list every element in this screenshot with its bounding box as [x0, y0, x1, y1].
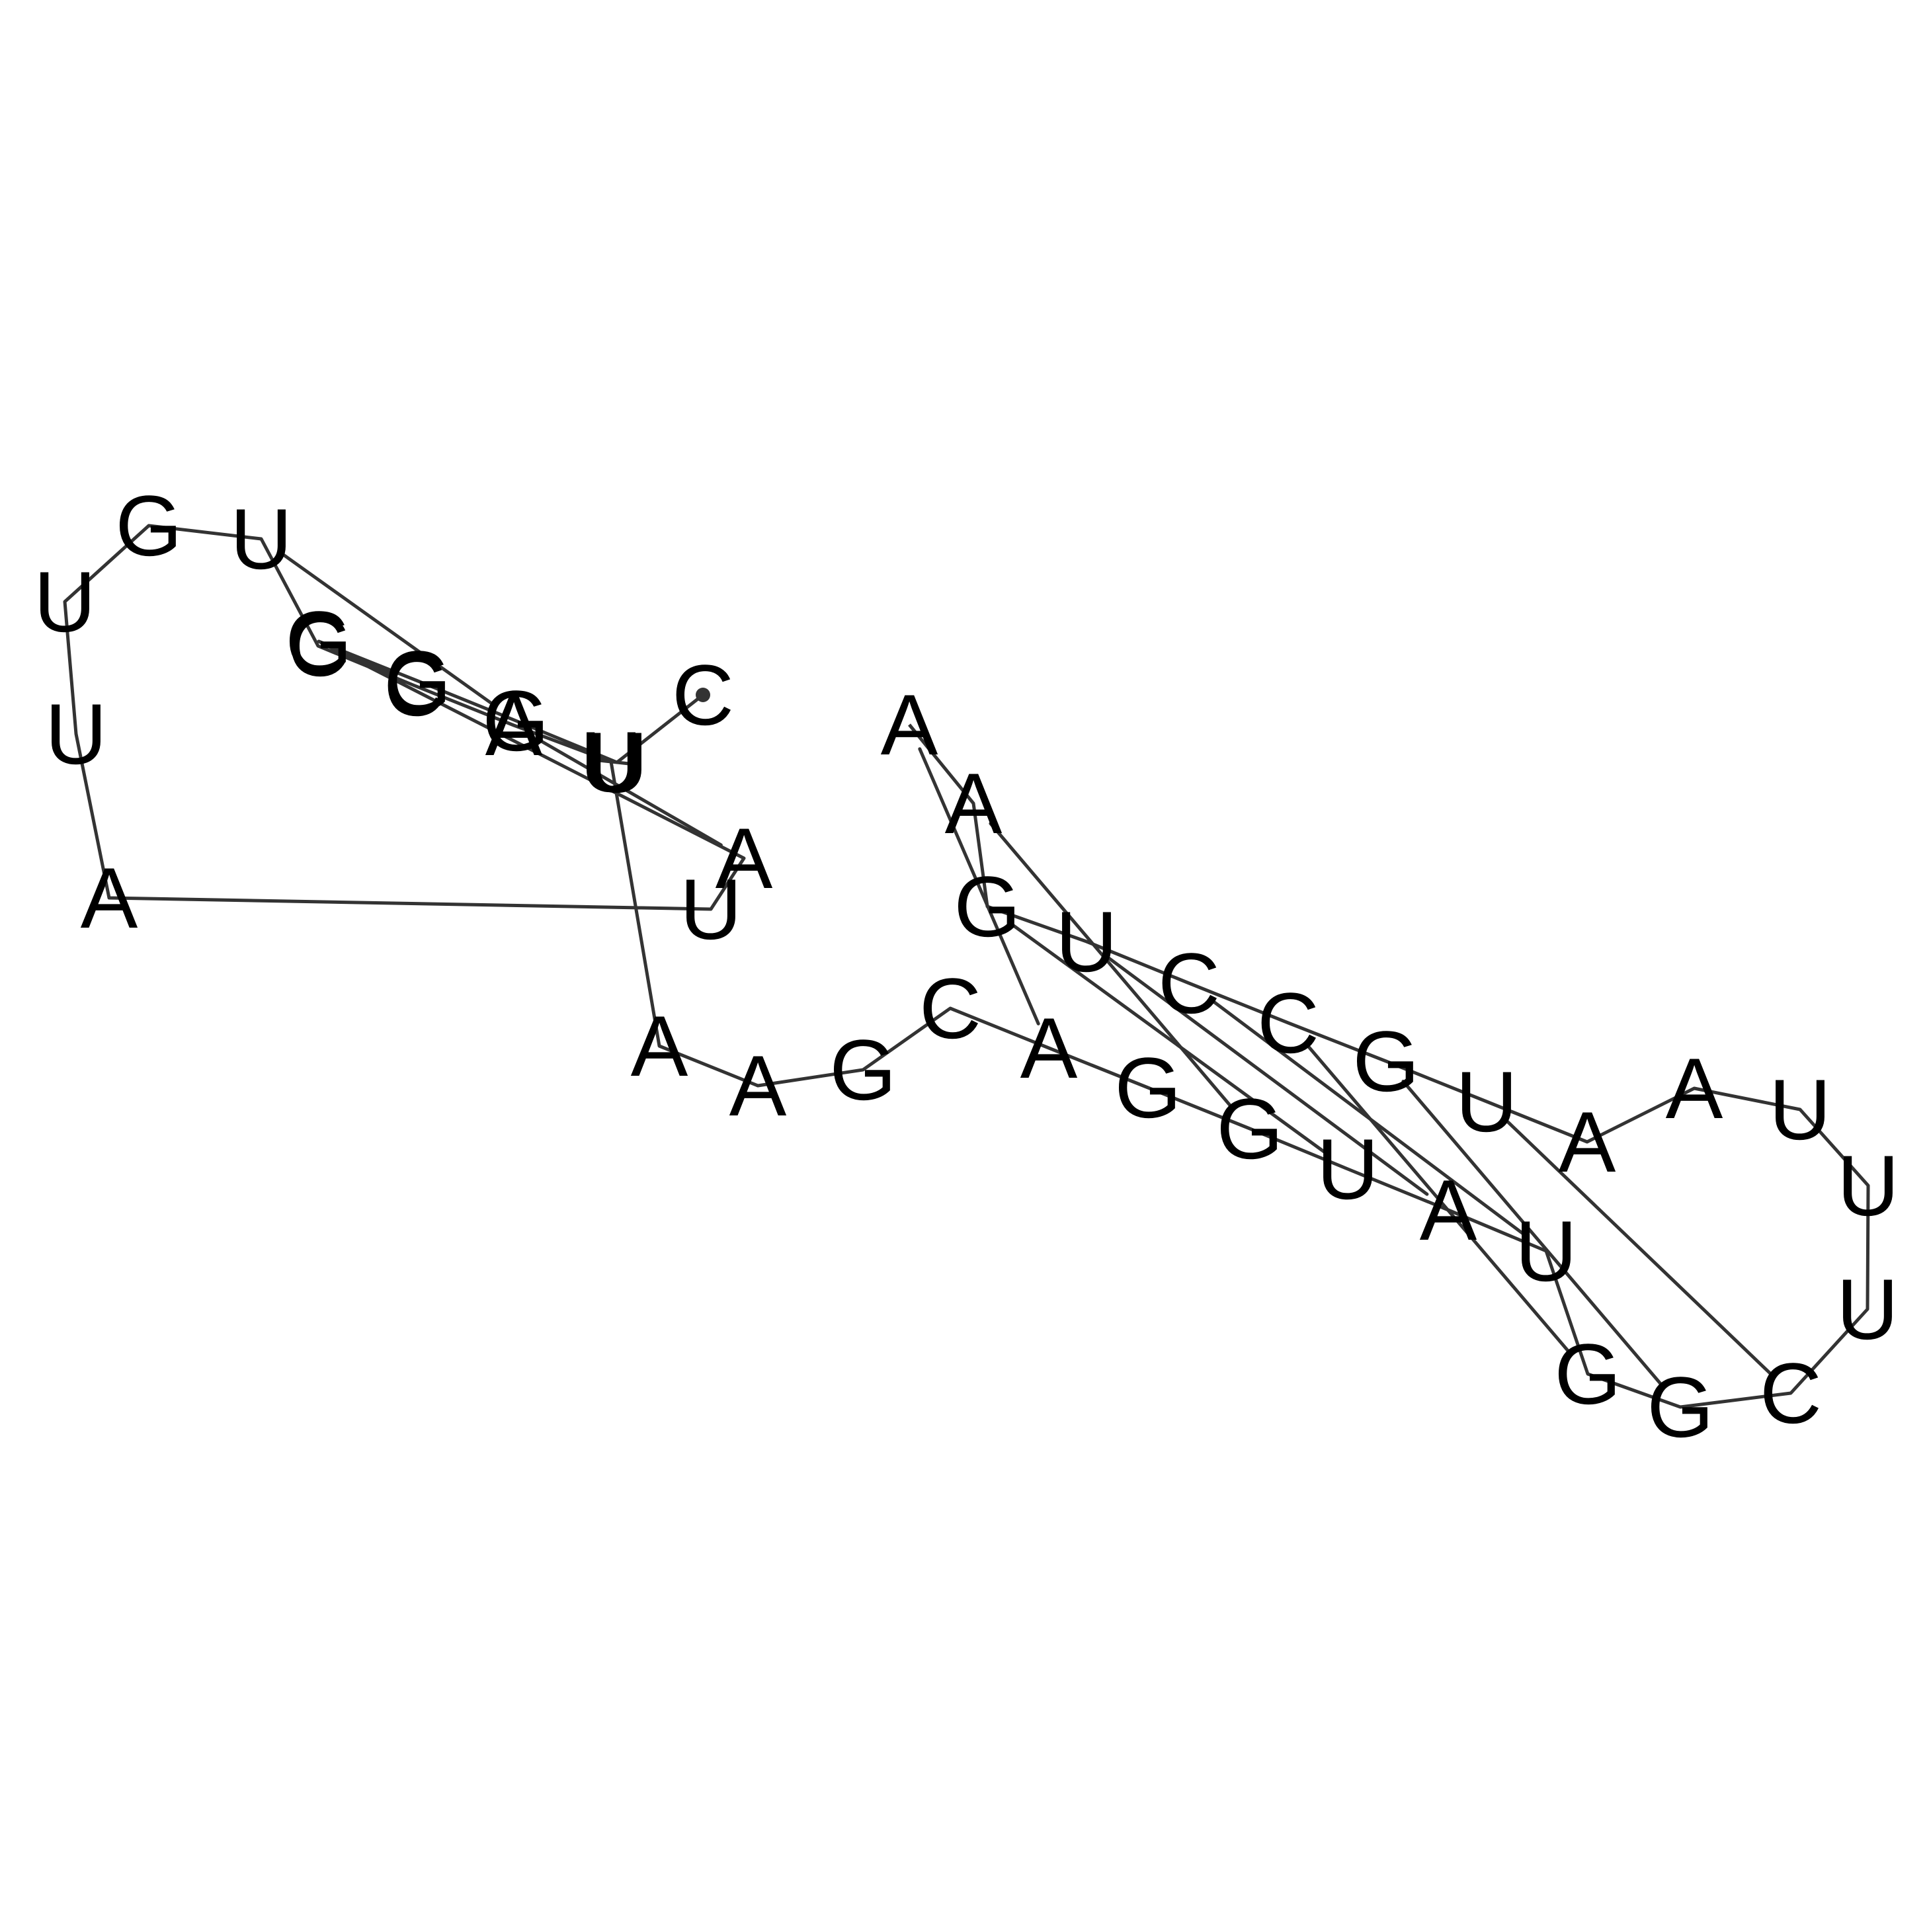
base-pair-bond [535, 737, 723, 847]
nucleotide-40: G [954, 858, 1020, 955]
nucleotide-10: U [34, 553, 96, 650]
nucleotide-11: G [115, 477, 182, 574]
nucleotide-42: A [881, 676, 938, 773]
nucleotide-8: A [81, 850, 138, 946]
nucleotide-19: G [829, 1022, 896, 1118]
nucleotide-13: C [287, 598, 349, 694]
nucleotide-27: G [1554, 1326, 1621, 1422]
nucleotide-17: A [631, 998, 688, 1094]
nucleotide-37: C [1257, 975, 1319, 1071]
nucleotide-25: A [1420, 1162, 1477, 1258]
nucleotide-15: A [485, 677, 543, 774]
five-prime-end-marker [696, 688, 710, 702]
nucleotide-28: G [1647, 1359, 1713, 1455]
nucleotide-23: G [1216, 1080, 1283, 1177]
base-pair-bond [1401, 1079, 1665, 1389]
nucleotide-16: U [580, 713, 642, 810]
nucleotide-20: C [919, 960, 981, 1057]
nucleotide-41: A [945, 755, 1003, 852]
nucleotide-4: G [384, 633, 451, 729]
nucleotide-34: A [1559, 1094, 1616, 1190]
nucleotide-1: C [672, 647, 734, 743]
terminal-marker-layer [696, 688, 710, 702]
base-pair-bond [918, 747, 1040, 1026]
nucleotide-3: G [482, 672, 549, 769]
nucleotide-35: U [1456, 1053, 1518, 1150]
base-pair-bond [1106, 955, 1429, 1196]
base-pair-bond [1006, 920, 1329, 1155]
nucleotide-21: A [1020, 1000, 1078, 1096]
nucleotide-36: G [1352, 1013, 1419, 1109]
nucleotide-12: U [230, 491, 292, 587]
nucleotide-32: U [1769, 1061, 1831, 1158]
nucleotide-31: U [1837, 1137, 1899, 1234]
nucleotide-30: U [1836, 1261, 1899, 1357]
backbone-line [63, 524, 1870, 1409]
nucleotide-5: G [285, 593, 352, 690]
backbone-layer [63, 524, 1870, 1409]
nucleotide-14: C [384, 637, 446, 734]
base-pair-bond [989, 821, 1235, 1111]
nucleotide-22: G [1114, 1039, 1181, 1136]
base-pair-bond [341, 651, 393, 676]
nucleotide-2: U [586, 714, 648, 811]
nucleotide-38: C [1158, 935, 1220, 1031]
nucleotide-7: U [680, 861, 742, 957]
base-pair-bond [1303, 1041, 1573, 1356]
base-pair-bond [281, 552, 496, 707]
base-pair-bond [589, 758, 639, 766]
nucleotide-6: A [716, 810, 773, 906]
nucleotide-39: U [1055, 893, 1118, 990]
base-pair-bond [1504, 1118, 1774, 1377]
nucleotide-33: A [1666, 1040, 1723, 1137]
nucleotide-9: U [45, 686, 107, 782]
nucleotide-18: A [729, 1037, 787, 1134]
nucleotide-24: U [1317, 1121, 1379, 1217]
nucleotide-29: C [1760, 1345, 1822, 1441]
nucleotide-26: U [1515, 1203, 1577, 1299]
base-pairs-layer [281, 552, 1774, 1389]
